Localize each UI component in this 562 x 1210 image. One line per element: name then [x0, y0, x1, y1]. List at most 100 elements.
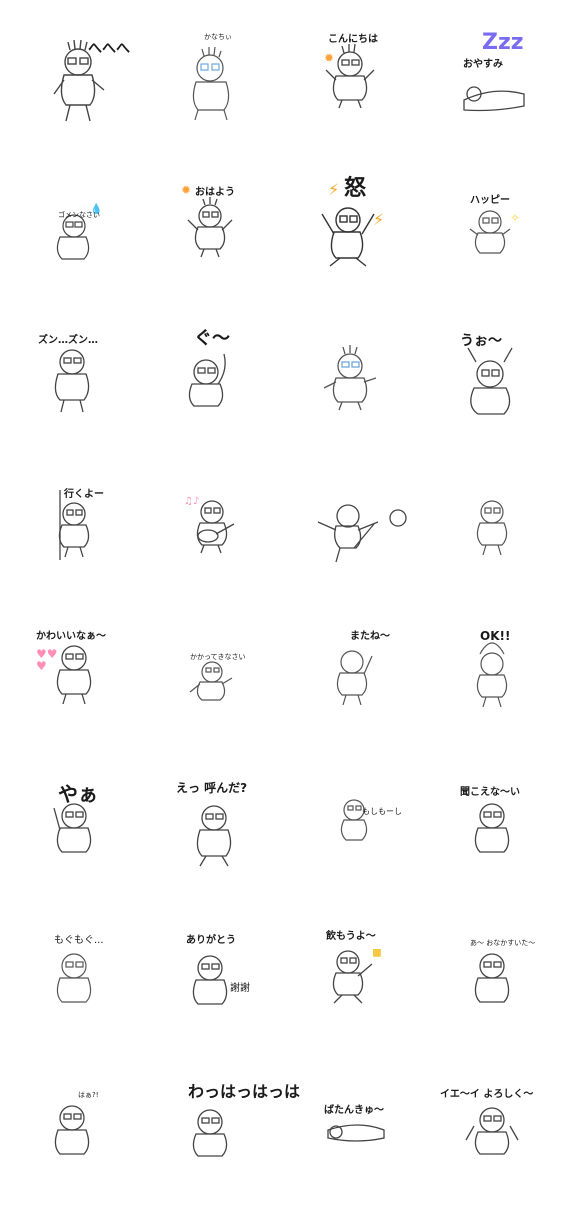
- sticker-21[interactable]: やぁ: [8, 760, 148, 910]
- sticker-03[interactable]: ✹ こんにちは: [288, 10, 428, 160]
- sticker-01-figure: [53, 39, 105, 122]
- sticker-15-figure: [317, 504, 407, 563]
- sticker-07-figure: [321, 207, 375, 267]
- sticker-05-label: ゴメンなさい: [58, 211, 100, 219]
- sticker-26-extra: 謝謝: [230, 983, 250, 994]
- sticker-26[interactable]: 謝謝 ありがとう: [148, 910, 288, 1060]
- zzz-icon: Zzz: [482, 30, 524, 55]
- sticker-23-label: もしもーし: [362, 807, 402, 816]
- sticker-18[interactable]: かかってきなさい: [148, 610, 288, 760]
- music-notes-icon: ♫♪: [184, 496, 200, 507]
- sticker-11[interactable]: [288, 310, 428, 460]
- sticker-28-figure: [474, 953, 510, 1003]
- sticker-31-label: ばたんきゅ〜: [324, 1105, 384, 1116]
- sticker-06-label: おはよう: [195, 187, 235, 198]
- sticker-04-label: おやすみ: [463, 59, 503, 70]
- sticker-05-figure: [56, 214, 90, 260]
- sticker-24[interactable]: 聞こえな〜い: [426, 760, 562, 910]
- sticker-32-label: イエ〜イ よろしく〜: [440, 1089, 534, 1100]
- sticker-24-figure: [474, 803, 510, 853]
- sticker-12[interactable]: うぉ〜: [426, 310, 562, 460]
- sticker-03-label: こんにちは: [328, 34, 378, 45]
- sticker-28[interactable]: あ〜 おなかすいた〜: [426, 910, 562, 1060]
- sticker-05[interactable]: 💧 ゴメンなさい: [8, 160, 148, 310]
- sticker-27-figure: [332, 950, 373, 1004]
- sticker-20[interactable]: OK!!: [426, 610, 562, 760]
- sticker-13-figure: [58, 490, 90, 560]
- sparkle-icon: ✧: [510, 211, 521, 225]
- sticker-22-label: えっ 呼んだ?: [176, 781, 248, 795]
- sticker-19-figure: [336, 650, 373, 706]
- sticker-10[interactable]: ぐ〜: [148, 310, 288, 460]
- lightning-left-icon: ⚡: [328, 180, 340, 199]
- sticker-30-label: わっはっはっは: [188, 1082, 301, 1101]
- hearts-icon: ♥♥♥: [36, 647, 58, 673]
- sticker-25-figure: [56, 953, 92, 1003]
- sun-icon: ✹: [181, 183, 192, 197]
- sticker-22[interactable]: えっ 呼んだ?: [148, 760, 288, 910]
- sticker-30-figure: [192, 1109, 228, 1157]
- sticker-09-figure: [54, 349, 90, 413]
- sticker-07[interactable]: ⚡ ⚡ 怒: [288, 160, 428, 310]
- sticker-32[interactable]: イエ〜イ よろしく〜: [426, 1060, 562, 1210]
- sticker-27[interactable]: ◼ 飲もうよ〜: [288, 910, 428, 1060]
- sticker-01[interactable]: へへへ: [8, 10, 148, 160]
- sticker-31[interactable]: ばたんきゅ〜: [288, 1060, 428, 1210]
- sticker-22-figure: [196, 805, 232, 867]
- sticker-20-figure: [476, 642, 508, 708]
- sticker-17-figure: [56, 645, 92, 705]
- sticker-12-figure: [467, 347, 513, 415]
- sticker-06-figure: [187, 197, 233, 258]
- sticker-06[interactable]: ✹ おはよう: [148, 160, 288, 310]
- sticker-31-figure: [327, 1124, 385, 1142]
- sticker-23[interactable]: もしもーし: [288, 760, 428, 910]
- sticker-17[interactable]: ♥♥♥ かわいいなぁ〜: [8, 610, 148, 760]
- sticker-09-label: ズン…ズン…: [38, 335, 98, 346]
- sticker-01-label: へへへ: [88, 41, 130, 57]
- sticker-21-figure: [53, 803, 92, 853]
- sticker-17-label: かわいいなぁ〜: [36, 631, 106, 642]
- sticker-04[interactable]: Zzz おやすみ: [426, 10, 562, 160]
- sticker-18-label: かかってきなさい: [190, 653, 246, 661]
- sticker-12-label: うぉ〜: [460, 333, 502, 349]
- sticker-08-figure: [469, 210, 511, 254]
- sticker-19[interactable]: またね〜: [288, 610, 428, 760]
- sticker-25[interactable]: もぐもぐ...: [8, 910, 148, 1060]
- sticker-24-label: 聞こえな〜い: [460, 787, 520, 798]
- sticker-04-figure: [463, 86, 525, 112]
- sticker-21-label: やぁ: [58, 782, 98, 806]
- sticker-28-label: あ〜 おなかすいた〜: [470, 939, 536, 947]
- sticker-26-label: ありがとう: [186, 935, 236, 946]
- lightning-right-icon: ⚡: [373, 210, 385, 229]
- sticker-02[interactable]: かなちぃ: [148, 10, 288, 160]
- sticker-10-label: ぐ〜: [194, 328, 230, 349]
- sticker-29-label: はぁ?!: [78, 1091, 99, 1099]
- sticker-15[interactable]: [288, 460, 428, 610]
- sticker-13[interactable]: 行くよー: [8, 460, 148, 610]
- sweat-icon: 💧: [90, 204, 103, 215]
- sticker-02-figure: [192, 46, 230, 121]
- sticker-19-label: またね〜: [350, 631, 390, 642]
- sticker-08-label: ハッピー: [470, 195, 510, 206]
- sticker-18-figure: [189, 661, 233, 701]
- sticker-13-label: 行くよー: [64, 489, 104, 500]
- sticker-32-figure: [465, 1107, 519, 1155]
- sticker-26-figure: [192, 955, 228, 1005]
- sticker-08[interactable]: ✧ ハッピー: [426, 160, 562, 310]
- sticker-16[interactable]: [426, 460, 562, 610]
- sticker-23-figure: [340, 799, 368, 841]
- sticker-20-label: OK!!: [480, 629, 511, 643]
- sticker-30[interactable]: わっはっはっは: [148, 1060, 300, 1210]
- sticker-09[interactable]: ズン…ズン…: [8, 310, 148, 460]
- sticker-14[interactable]: ♫♪: [148, 460, 288, 610]
- sticker-10-figure: [188, 353, 226, 407]
- sticker-29[interactable]: はぁ?!: [8, 1060, 148, 1210]
- sticker-07-label: 怒: [344, 176, 367, 201]
- sticker-02-label: かなちぃ: [204, 33, 232, 41]
- beer-glass-icon: ◼: [372, 945, 382, 959]
- sticker-29-figure: [54, 1105, 90, 1155]
- sticker-25-label: もぐもぐ...: [54, 935, 104, 946]
- sticker-14-figure: [196, 500, 235, 554]
- sticker-16-figure: [476, 500, 508, 556]
